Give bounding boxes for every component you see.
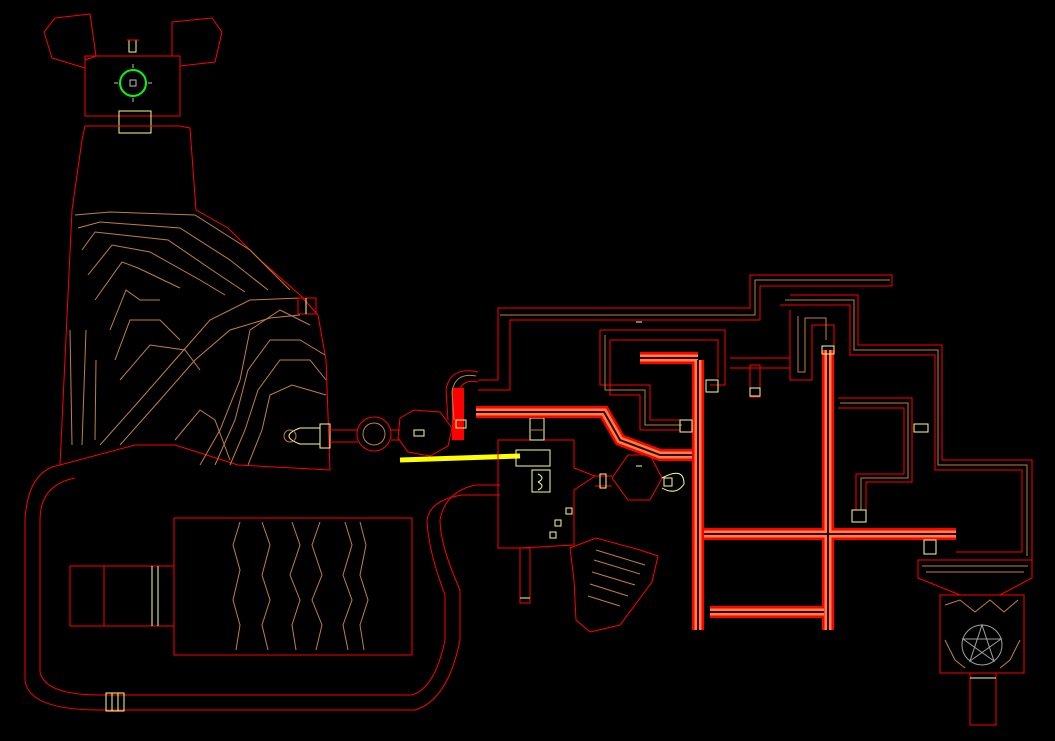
bunker-console	[515, 449, 551, 467]
exit-doorway	[969, 672, 997, 726]
hex-arch	[661, 472, 685, 492]
hall-annex	[69, 565, 175, 627]
loop-bottom-door	[105, 692, 125, 712]
bunker-outer	[497, 439, 597, 549]
hex-room	[595, 454, 685, 501]
lower-loop	[24, 464, 500, 712]
key-gate	[319, 423, 331, 449]
cave-steps	[587, 549, 646, 607]
tower-core-room	[84, 55, 181, 117]
loop-outer-wall	[24, 464, 500, 711]
start-tower	[43, 13, 223, 134]
key-corridor	[283, 409, 453, 457]
canyon-east-door	[297, 297, 317, 315]
loop-inner-wall	[39, 477, 500, 696]
player-arrow-icon	[114, 64, 152, 102]
key-bulb	[288, 427, 320, 445]
pentagram-icon	[961, 623, 1003, 666]
curved-pipe	[445, 370, 479, 429]
hall-ridges	[232, 521, 369, 651]
maze-corridors	[478, 274, 1033, 561]
central-bunker	[497, 417, 659, 633]
octagon-room	[397, 409, 453, 457]
canyon-area	[59, 125, 331, 471]
bunker-stairs	[531, 469, 551, 493]
secret-linedef	[399, 453, 521, 463]
round-chamber	[356, 416, 392, 452]
south-shaft	[519, 547, 531, 604]
exit-room	[917, 559, 1033, 726]
south-cave	[569, 537, 659, 633]
tower-door	[118, 110, 152, 134]
canyon-outer-wall	[59, 125, 331, 471]
canyon-contours	[69, 211, 327, 466]
orange-pipes	[452, 350, 956, 630]
